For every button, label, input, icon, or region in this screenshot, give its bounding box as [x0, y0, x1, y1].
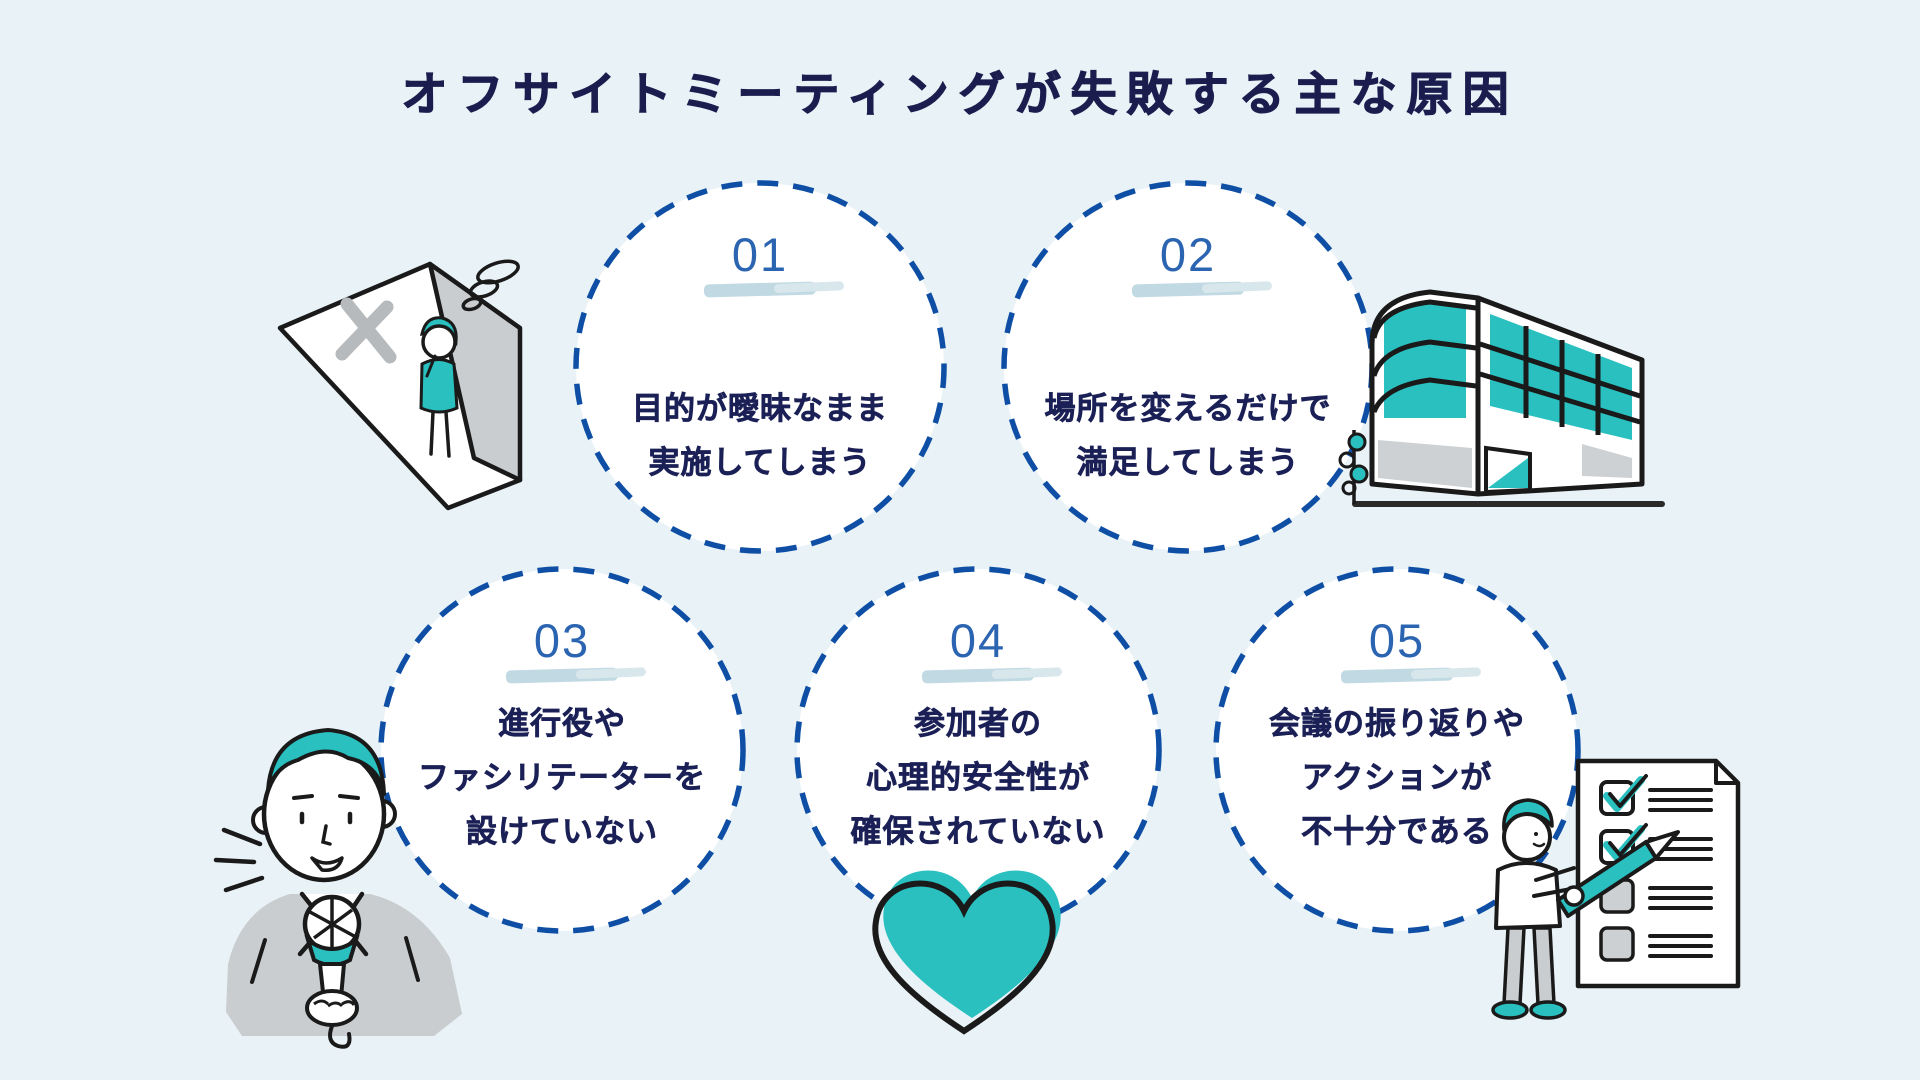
- plant: [1338, 430, 1369, 504]
- cause-text: 進行役や ファシリテーターを 設けていない: [375, 697, 749, 859]
- cause-text-line: 実施してしまう: [648, 445, 872, 481]
- cause-text-line: 進行役や: [498, 706, 626, 742]
- x-mark: [335, 297, 397, 364]
- sound-lines-icon: [213, 827, 265, 893]
- cause-text-line: 心理的安全性が: [866, 760, 1090, 796]
- dashed-circle-icon: [1213, 566, 1581, 934]
- dashed-circle-icon: [794, 566, 1162, 934]
- head: [251, 728, 397, 883]
- cause-number: 03: [533, 614, 591, 667]
- cause-text-line: 参加者の: [914, 706, 1042, 742]
- dashed-circle-icon: [378, 566, 746, 934]
- cause-text-line: 設けていない: [466, 814, 658, 850]
- thinking-person: [419, 316, 459, 458]
- cause-text-line: 確保されていない: [850, 814, 1106, 850]
- building: [1369, 289, 1645, 497]
- small-person: [1491, 798, 1578, 1020]
- microphone-icon: [302, 894, 362, 1049]
- cause-circle-05: 05 会議の振り返りや アクションが 不十分である: [1210, 563, 1584, 937]
- cause-circle-01: 01 目的が曖昧なまま 実施してしまう: [570, 177, 950, 557]
- checklist-person-illustration: [1491, 758, 1741, 1020]
- heart-icon: [872, 870, 1061, 1035]
- reporter-with-microphone-illustration: [213, 728, 462, 1049]
- cause-circle-02: 02 場所を変えるだけで 満足してしまう: [998, 177, 1378, 557]
- giant-pencil-icon: [1556, 830, 1680, 918]
- cause-text-line: 満足してしまう: [1076, 445, 1300, 481]
- cause-text: 目的が曖昧なまま 実施してしまう: [570, 382, 950, 490]
- cause-text-line: 会議の振り返りや: [1269, 706, 1525, 742]
- dashed-circle-icon: [573, 180, 947, 554]
- heart-fill: [883, 870, 1061, 1018]
- cause-text-line: ファシリテーターを: [418, 760, 706, 796]
- cause-text-line: 場所を変えるだけで: [1044, 391, 1332, 427]
- cause-text: 場所を変えるだけで 満足してしまう: [998, 382, 1378, 490]
- heart-outline: [872, 880, 1056, 1035]
- page-title: オフサイトミーティングが失敗する主な原因: [401, 67, 1519, 120]
- cause-text: 会議の振り返りや アクションが 不十分である: [1210, 697, 1584, 859]
- thought-spiral-icon: [461, 259, 520, 312]
- cause-number: 02: [1159, 228, 1217, 281]
- cause-text-line: 不十分である: [1301, 814, 1493, 850]
- office-building-illustration: [1338, 289, 1665, 507]
- cause-number: 01: [731, 228, 789, 281]
- cause-text: 参加者の 心理的安全性が 確保されていない: [791, 697, 1165, 859]
- wall-plane: [427, 261, 523, 483]
- cause-text-line: 目的が曖昧なまま: [632, 391, 888, 427]
- cause-circle-04: 04 参加者の 心理的安全性が 確保されていない: [791, 563, 1165, 937]
- cause-text-line: アクションが: [1301, 760, 1493, 796]
- person-thinking-at-plan-illustration: [277, 259, 523, 511]
- cause-circle-03: 03 進行役や ファシリテーターを 設けていない: [375, 563, 749, 937]
- cause-number: 05: [1368, 614, 1426, 667]
- cause-number: 04: [949, 614, 1007, 667]
